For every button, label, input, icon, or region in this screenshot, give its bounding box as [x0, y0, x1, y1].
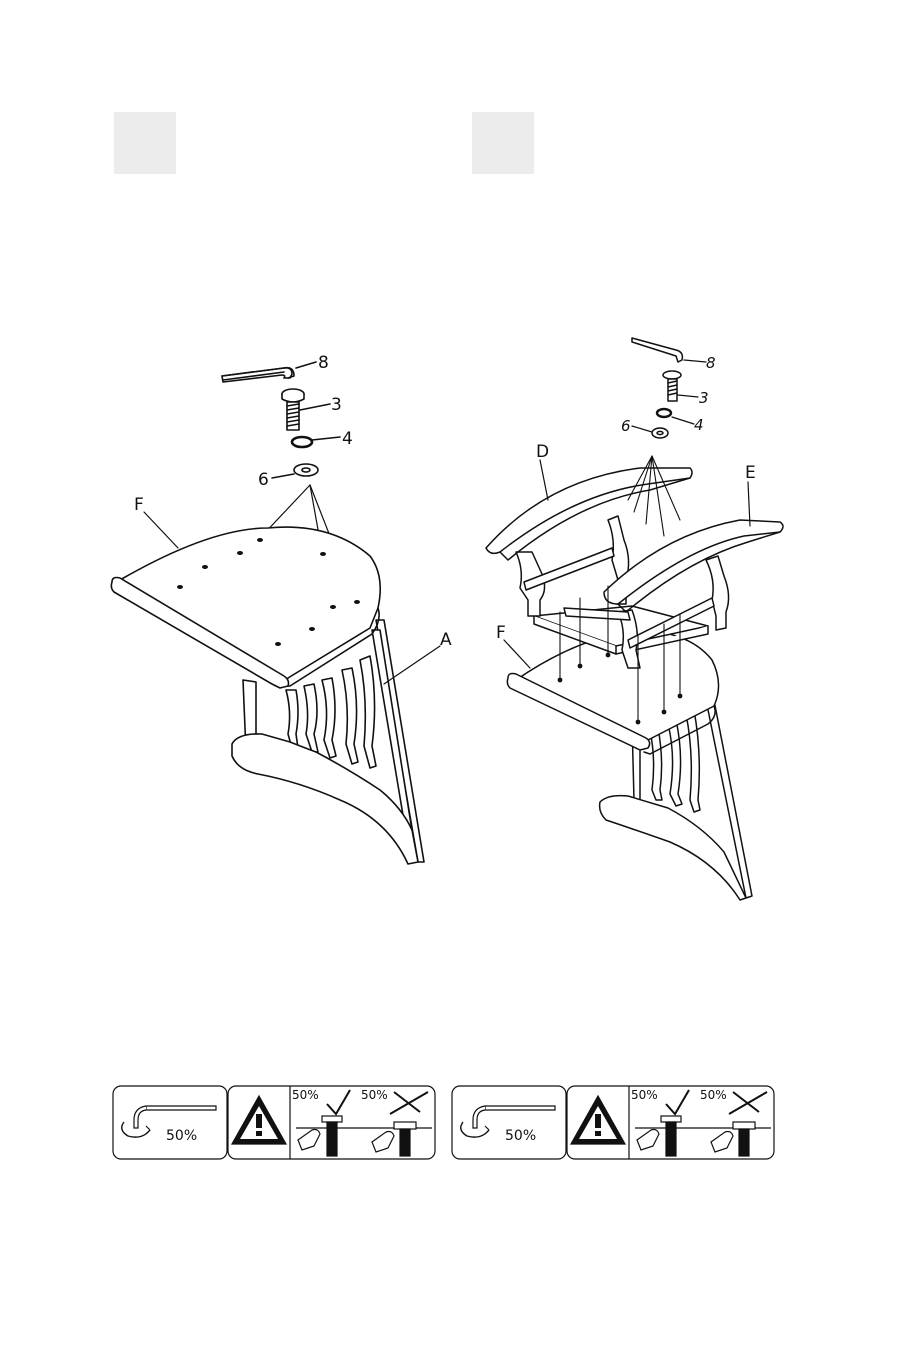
allen-key-icon: [632, 338, 682, 362]
spring-washer-icon: [657, 409, 671, 417]
label-washer: 6: [621, 417, 631, 435]
turn-percent-label: 50%: [166, 1128, 197, 1144]
washer-icon: [294, 464, 318, 476]
turn-percent-label: 50%: [505, 1128, 536, 1144]
label-leg-assembly: A: [440, 630, 452, 650]
label-washer: 6: [258, 470, 269, 490]
allen-key-icon: [222, 368, 294, 382]
ok-percent-label: 50%: [292, 1088, 319, 1102]
label-allen-key: 8: [318, 353, 329, 373]
not-ok-percent-label: 50%: [361, 1088, 388, 1102]
ok-percent-label: 50%: [631, 1088, 658, 1102]
label-bolt: 3: [699, 389, 709, 407]
not-ok-percent-label: 50%: [700, 1088, 727, 1102]
left-assembly-diagram: [111, 362, 440, 864]
label-spring-washer: 4: [342, 429, 353, 449]
right-assembly-diagram: [486, 338, 783, 900]
bolt-icon: [663, 371, 681, 401]
label-seat: F: [134, 495, 144, 515]
label-right-arm: E: [745, 463, 756, 483]
label-bolt: 3: [331, 395, 342, 415]
label-allen-key: 8: [706, 354, 716, 372]
label-seat: F: [496, 623, 506, 643]
washer-icon: [652, 428, 668, 438]
label-left-arm: D: [536, 442, 549, 462]
label-spring-washer: 4: [694, 416, 704, 434]
spring-washer-icon: [292, 437, 312, 447]
